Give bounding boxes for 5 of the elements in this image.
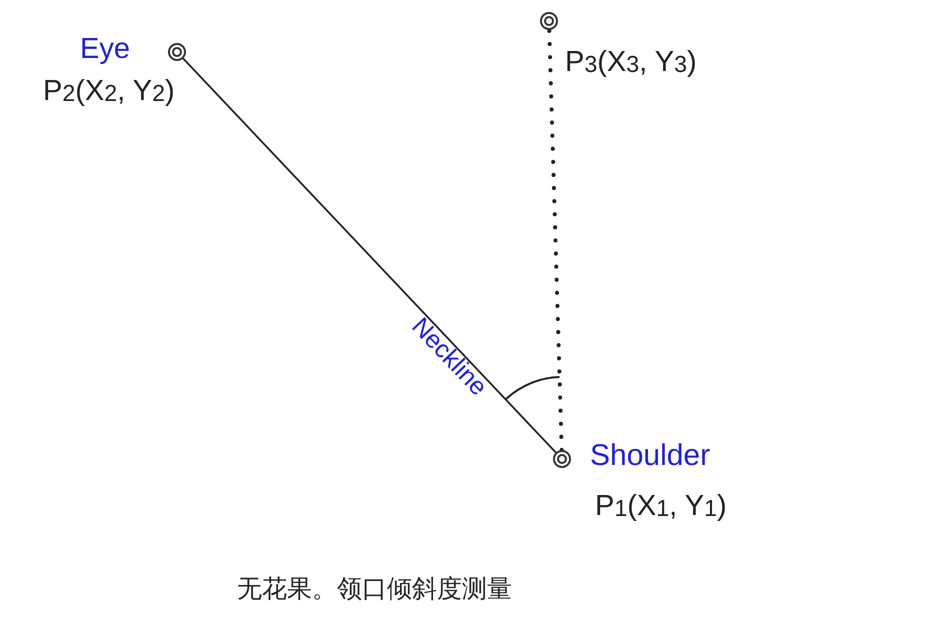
line bbox=[182, 58, 556, 454]
point-label: Shoulder bbox=[590, 441, 710, 471]
point-label: Eye bbox=[80, 35, 130, 64]
caption: 无花果。领口倾斜度测量 bbox=[237, 576, 512, 601]
dotted-line bbox=[547, 28, 564, 452]
